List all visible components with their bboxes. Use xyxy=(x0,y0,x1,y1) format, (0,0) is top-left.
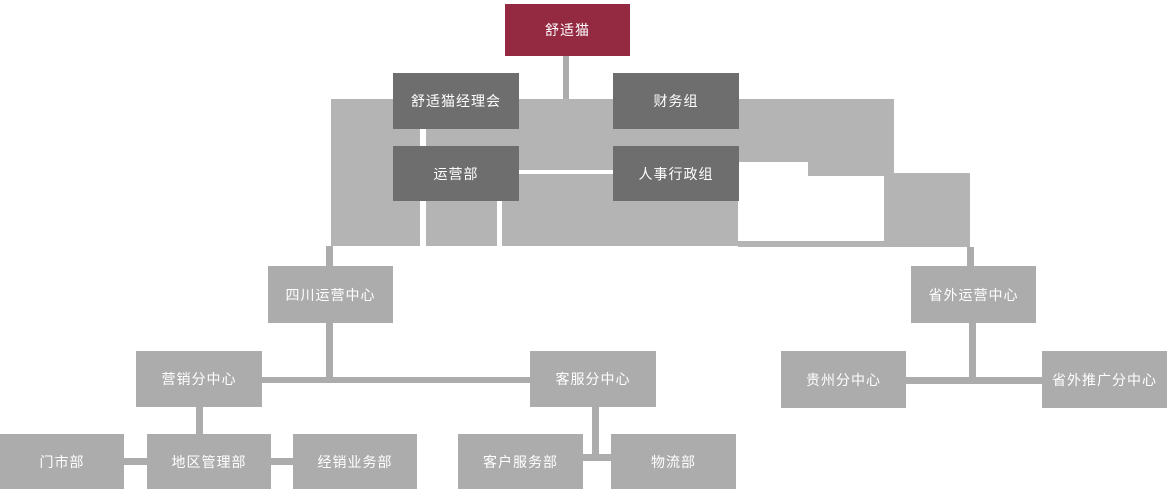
node-guizhou-branch: 贵州分中心 xyxy=(781,351,906,408)
connector-white-ops-down-2 xyxy=(497,201,502,246)
connector-white-ops-down-1 xyxy=(420,201,426,246)
node-outside-province-promotion-branch: 省外推广分中心 xyxy=(1042,351,1167,408)
connector-band-to-sichuan xyxy=(326,246,333,266)
connector-outprov-down xyxy=(969,323,976,380)
connector-band-to-outprov xyxy=(967,247,974,266)
node-operations-dept: 运营部 xyxy=(393,146,519,201)
node-customer-service-dept: 客户服务部 xyxy=(458,434,583,489)
node-retail-store-dept: 门市部 xyxy=(0,434,124,489)
connector-band-bottom-strip xyxy=(738,241,970,247)
connector-band-step xyxy=(808,162,894,176)
node-outside-province-operations-center: 省外运营中心 xyxy=(911,266,1036,323)
node-root-company: 舒适猫 xyxy=(505,4,630,56)
connector-region-distribution-h xyxy=(271,458,293,465)
node-hr-admin-group: 人事行政组 xyxy=(613,146,739,201)
node-regional-management-dept: 地区管理部 xyxy=(147,434,271,489)
node-finance-group: 财务组 xyxy=(613,73,739,129)
connector-white-mgr-ops xyxy=(420,129,426,146)
connector-guizhou-promo-h xyxy=(906,377,1043,384)
node-marketing-branch: 营销分中心 xyxy=(136,351,262,407)
connector-custservice-logistics-h xyxy=(583,454,611,461)
node-sichuan-operations-center: 四川运营中心 xyxy=(268,266,393,323)
node-managers-committee: 舒适猫经理会 xyxy=(393,73,519,129)
connector-band-right-block xyxy=(884,173,970,247)
node-customer-service-branch: 客服分中心 xyxy=(530,351,656,407)
connector-root-down xyxy=(563,56,569,99)
connector-marketing-custservice-h xyxy=(261,377,530,383)
connector-white-ops-hr-h xyxy=(518,170,614,174)
connector-marketing-down xyxy=(196,407,203,434)
connector-store-region-h xyxy=(124,458,147,465)
node-logistics-dept: 物流部 xyxy=(611,434,736,489)
connector-sichuan-down xyxy=(326,323,333,383)
connector-custservice-branch-down xyxy=(592,407,599,461)
node-distribution-business-dept: 经销业务部 xyxy=(293,434,417,489)
